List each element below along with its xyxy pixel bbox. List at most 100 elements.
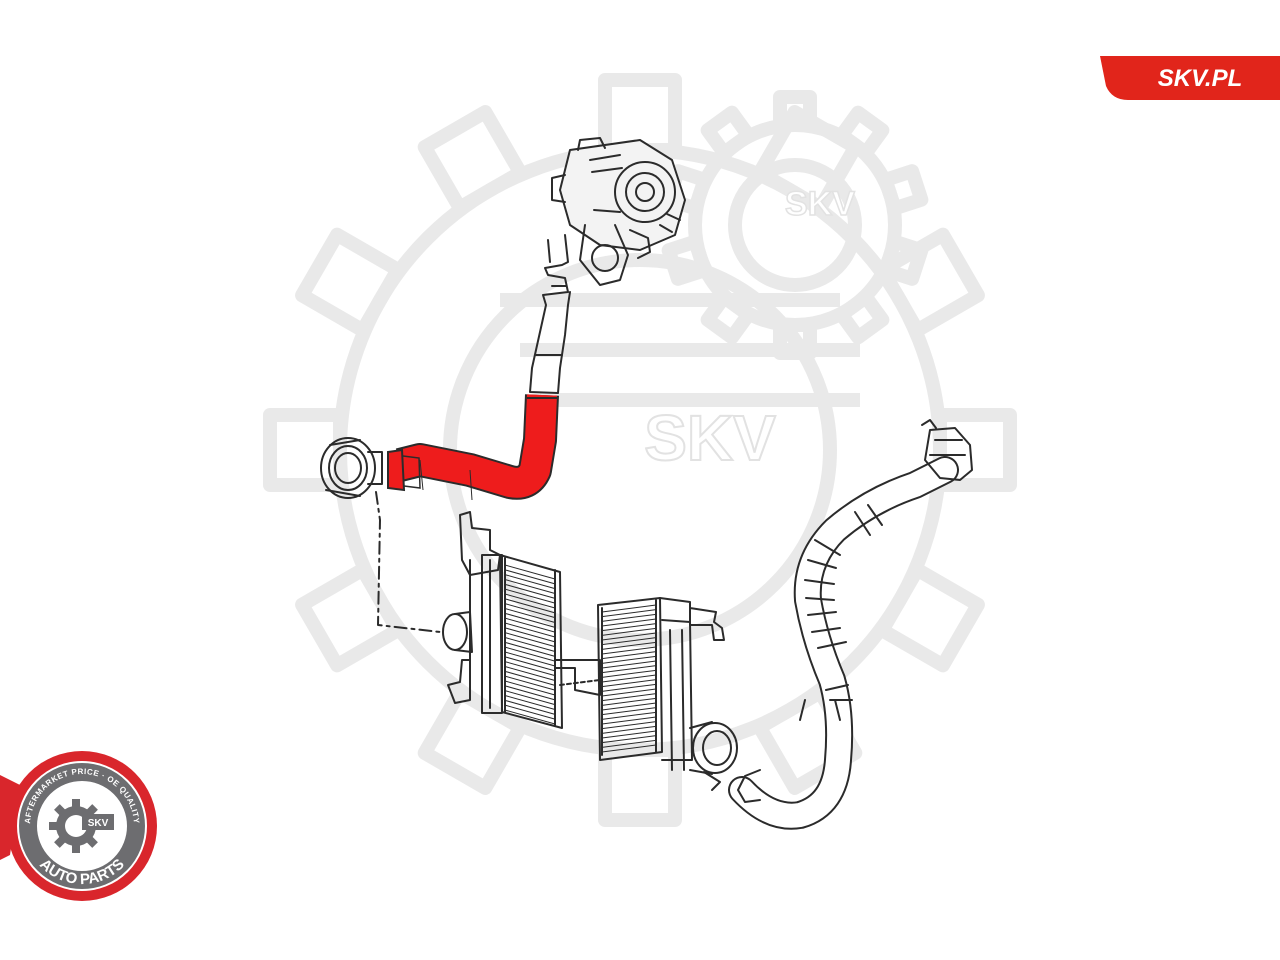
radiator-fin bbox=[601, 627, 657, 636]
radiator-fin bbox=[504, 699, 556, 715]
diagram-lineart bbox=[320, 137, 973, 830]
badge-gear-tooth bbox=[54, 835, 67, 848]
leader-line bbox=[375, 491, 441, 633]
turbocharger-icon bbox=[551, 137, 686, 286]
radiator-fin bbox=[504, 622, 556, 638]
watermark-gear-tooth bbox=[295, 562, 405, 673]
radiator-fin bbox=[601, 618, 657, 627]
upper-pipe-icon bbox=[529, 234, 571, 394]
radiator-fin bbox=[504, 690, 556, 706]
watermark-gear-tooth bbox=[263, 408, 347, 492]
radiator-fin bbox=[601, 725, 657, 734]
radiator-fin bbox=[601, 646, 657, 655]
radiator-fin bbox=[601, 641, 657, 650]
radiator-fin bbox=[601, 697, 657, 706]
radiator-fin bbox=[504, 670, 556, 686]
radiator-fin bbox=[504, 627, 556, 643]
badge-gear-tooth bbox=[54, 804, 67, 817]
radiator-fin bbox=[504, 666, 556, 681]
radiator-fin bbox=[601, 674, 657, 683]
radiator-fin bbox=[504, 641, 556, 657]
watermark-center-text: SKV bbox=[644, 402, 776, 474]
skv-badge: AFTERMARKET PRICE · OE QUALITY AUTO PART… bbox=[0, 751, 157, 901]
badge-center-text: SKV bbox=[88, 818, 109, 829]
radiator-fin bbox=[601, 660, 657, 669]
radiator-fin bbox=[504, 704, 556, 720]
badge-gear-tooth bbox=[72, 844, 80, 853]
radiator-fin bbox=[504, 617, 556, 633]
radiator-fin bbox=[601, 613, 657, 622]
radiator-fin bbox=[601, 637, 657, 646]
radiator-fin bbox=[504, 603, 556, 619]
intercooler-left-icon bbox=[442, 511, 601, 729]
badge-gear-tooth bbox=[85, 835, 98, 848]
brand-tab-shape bbox=[1100, 56, 1280, 100]
radiator-fin bbox=[504, 588, 556, 604]
watermark-gear-tooth bbox=[417, 105, 528, 215]
watermark-gear-tooth bbox=[295, 227, 405, 338]
brand-label: SKV.PL bbox=[1158, 65, 1242, 92]
highlighted-hose-icon bbox=[387, 394, 559, 501]
radiator-fin bbox=[504, 593, 556, 609]
radiator-fin bbox=[601, 609, 657, 618]
radiator-fin bbox=[601, 623, 657, 632]
radiator-fin bbox=[601, 679, 657, 688]
intercooler-right-icon bbox=[597, 597, 738, 791]
radiator-fin bbox=[601, 735, 657, 744]
radiator-fin bbox=[601, 702, 657, 711]
watermark-gear-tooth bbox=[933, 408, 1017, 492]
radiator-fin bbox=[601, 707, 657, 716]
watermark-gear-tooth bbox=[834, 290, 890, 345]
radiator-fin bbox=[601, 604, 657, 613]
radiator-fin bbox=[504, 675, 556, 691]
radiator-fin bbox=[601, 716, 657, 725]
watermark-gear-tooth bbox=[878, 234, 929, 286]
radiator-fin bbox=[601, 688, 657, 697]
watermark-gear-tooth bbox=[834, 105, 890, 160]
radiator-fin bbox=[504, 637, 556, 652]
radiator-fin bbox=[504, 651, 556, 667]
watermark-gear-tooth bbox=[773, 90, 817, 132]
brand-tab[interactable]: SKV.PL bbox=[1100, 56, 1280, 100]
radiator-fin bbox=[504, 632, 556, 648]
radiator-fin bbox=[504, 661, 556, 677]
badge-gear-tooth bbox=[72, 799, 80, 808]
radiator-fin bbox=[504, 583, 556, 599]
hose-clamp-icon bbox=[320, 437, 383, 499]
radiator-fin bbox=[504, 564, 556, 580]
watermark-gear-tooth bbox=[878, 164, 929, 216]
radiator-fin bbox=[601, 669, 657, 678]
radiator-fin bbox=[601, 739, 657, 748]
radiator-fin bbox=[504, 598, 556, 614]
watermark-gear-tooth bbox=[700, 105, 756, 160]
radiator-fin bbox=[504, 695, 556, 710]
radiator-fin bbox=[601, 651, 657, 660]
radiator-fin bbox=[504, 579, 556, 594]
radiator-fin bbox=[601, 711, 657, 720]
radiator-fin bbox=[601, 721, 657, 730]
radiator-fin bbox=[504, 685, 556, 701]
watermark-bar-shape bbox=[500, 293, 860, 407]
watermark-gear-tooth bbox=[661, 234, 712, 286]
radiator-fin bbox=[601, 744, 657, 753]
radiator-fin bbox=[601, 683, 657, 692]
watermark-small-text: SKV bbox=[785, 185, 855, 223]
radiator-fin bbox=[601, 632, 657, 641]
watermark-small-gear-icon bbox=[661, 90, 929, 360]
radiator-fin bbox=[504, 680, 556, 696]
radiator-fin bbox=[504, 574, 556, 590]
radiator-fin bbox=[601, 730, 657, 739]
radiator-fin bbox=[601, 655, 657, 664]
radiator-fin bbox=[504, 656, 556, 672]
radiator-fin bbox=[504, 646, 556, 662]
watermark-gear-tooth bbox=[598, 743, 682, 827]
watermark bbox=[263, 73, 1017, 827]
radiator-fin bbox=[504, 709, 556, 725]
badge-gear-tooth bbox=[85, 804, 98, 817]
radiator-fin bbox=[601, 665, 657, 674]
badge-gear-tooth bbox=[49, 822, 58, 830]
radiator-fin bbox=[504, 569, 556, 585]
radiator-fin bbox=[601, 693, 657, 702]
corrugated-hose-icon bbox=[728, 419, 973, 830]
